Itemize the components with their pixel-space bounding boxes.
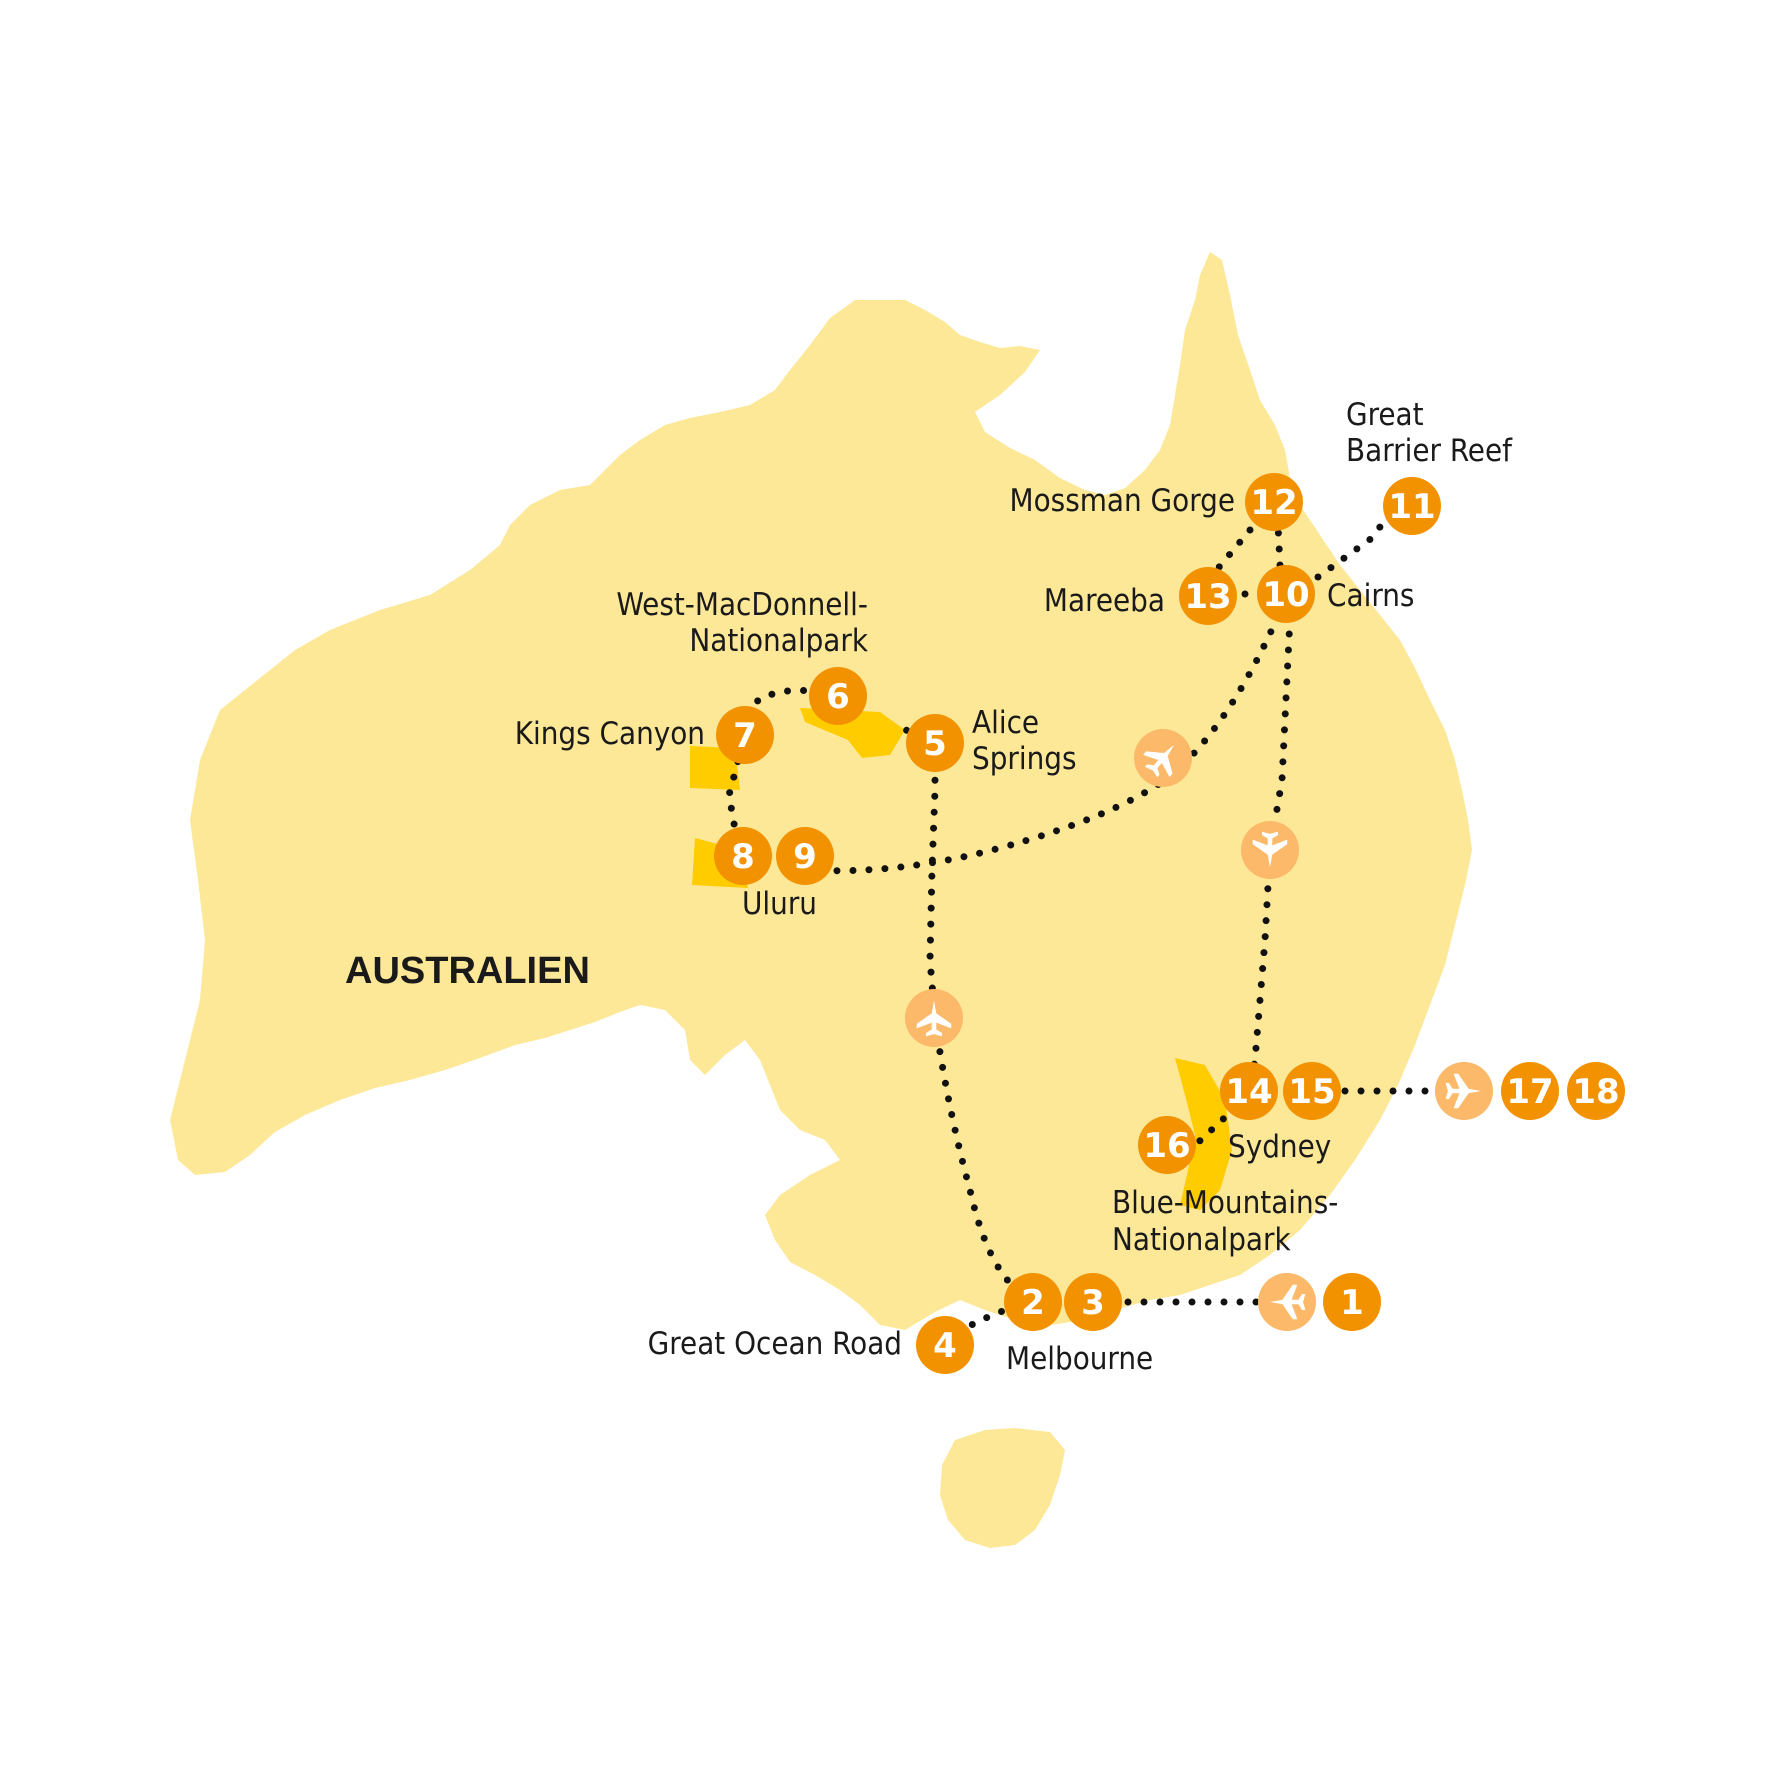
- flight-marker-uluru-cairns: [1134, 729, 1192, 787]
- label-cairns: Cairns: [1327, 578, 1414, 614]
- stop-number: 4: [933, 1326, 957, 1366]
- stop-marker-18[interactable]: 18: [1567, 1062, 1625, 1120]
- label-blue-mountains-line1: Blue-Mountains-: [1112, 1185, 1338, 1221]
- label-alice-springs-line1: Alice: [972, 705, 1039, 741]
- stop-marker-16[interactable]: 16: [1138, 1116, 1196, 1174]
- flight-markers: [905, 729, 1493, 1331]
- stop-number: 6: [826, 677, 850, 717]
- label-great-ocean-road: Great Ocean Road: [648, 1326, 902, 1362]
- stop-marker-13[interactable]: 13: [1179, 567, 1237, 625]
- label-great-barrier-reef-line1: Great: [1346, 397, 1424, 433]
- label-west-macdonnell-line1: West-MacDonnell-: [616, 587, 868, 623]
- stop-number: 16: [1143, 1126, 1190, 1166]
- stop-number: 10: [1262, 575, 1309, 615]
- flight-marker-departure: [1435, 1062, 1493, 1120]
- airplane-icon: [1445, 1073, 1482, 1109]
- label-great-barrier-reef-line2: Barrier Reef: [1346, 433, 1513, 469]
- stop-marker-17[interactable]: 17: [1501, 1062, 1559, 1120]
- route-melbourne-to-great-ocean-road: [941, 1298, 1036, 1344]
- stop-markers: 1 2 3 4 5 6 7 8 9 10 11 12 13 14 15 16 1…: [714, 473, 1625, 1374]
- airplane-icon: [1252, 831, 1288, 868]
- stop-marker-10[interactable]: 10: [1257, 565, 1315, 623]
- stop-marker-9[interactable]: 9: [776, 827, 834, 885]
- label-alice-springs-line2: Springs: [972, 741, 1077, 777]
- stop-number: 7: [733, 716, 757, 756]
- stop-marker-11[interactable]: 11: [1383, 477, 1441, 535]
- stop-number: 14: [1225, 1072, 1272, 1112]
- route-cairns-to-reef: [1314, 516, 1389, 581]
- tasmania: [940, 1428, 1065, 1548]
- airplane-icon: [1143, 744, 1175, 778]
- stop-marker-3[interactable]: 3: [1064, 1273, 1122, 1331]
- stop-number: 5: [923, 724, 947, 764]
- flight-marker-arrival: [1258, 1273, 1316, 1331]
- route-uluru-to-cairns: [801, 596, 1289, 875]
- route-cairns-to-mossman: [1274, 521, 1284, 569]
- airplane-icon: [1269, 1284, 1306, 1320]
- stop-marker-5[interactable]: 5: [906, 714, 964, 772]
- stop-marker-15[interactable]: 15: [1283, 1062, 1341, 1120]
- stop-marker-14[interactable]: 14: [1220, 1062, 1278, 1120]
- stop-marker-12[interactable]: 12: [1245, 473, 1303, 531]
- stop-number: 15: [1288, 1072, 1335, 1112]
- label-west-macdonnell-line2: Nationalpark: [689, 623, 868, 659]
- country-title: AUSTRALIEN: [345, 950, 590, 992]
- label-sydney: Sydney: [1228, 1129, 1331, 1165]
- route-mossman-to-mareeba: [1211, 526, 1254, 576]
- stop-marker-7[interactable]: 7: [716, 706, 774, 764]
- stop-marker-8[interactable]: 8: [714, 827, 772, 885]
- stop-marker-6[interactable]: 6: [809, 667, 867, 725]
- label-mareeba: Mareeba: [1044, 583, 1165, 619]
- place-labels: AUSTRALIEN Melbourne Great Ocean Road Al…: [345, 397, 1513, 1377]
- stop-number: 3: [1081, 1283, 1105, 1323]
- label-blue-mountains-line2: Nationalpark: [1112, 1222, 1291, 1258]
- route-sydney-to-blue-mountains: [1186, 1104, 1239, 1154]
- flight-marker-melbourne-alice: [905, 989, 963, 1047]
- stop-marker-1[interactable]: 1: [1323, 1273, 1381, 1331]
- stop-number: 1: [1340, 1283, 1364, 1323]
- label-kings-canyon: Kings Canyon: [515, 716, 705, 752]
- flight-marker-cairns-sydney: [1241, 821, 1299, 879]
- stop-number: 2: [1021, 1283, 1045, 1323]
- stop-number: 13: [1184, 577, 1231, 617]
- airplane-icon: [916, 1000, 952, 1037]
- stop-number: 9: [793, 837, 817, 877]
- label-melbourne: Melbourne: [1006, 1341, 1153, 1377]
- mainland: [170, 252, 1472, 1330]
- label-mossman-gorge: Mossman Gorge: [1010, 483, 1235, 519]
- stop-marker-4[interactable]: 4: [916, 1316, 974, 1374]
- stop-number: 8: [731, 837, 755, 877]
- stop-number: 11: [1388, 487, 1435, 527]
- stop-number: 17: [1506, 1072, 1553, 1112]
- stop-marker-2[interactable]: 2: [1004, 1273, 1062, 1331]
- stop-number: 12: [1250, 483, 1297, 523]
- park-blue-mountains: [1175, 1058, 1232, 1210]
- stop-number: 18: [1572, 1072, 1619, 1112]
- label-uluru: Uluru: [742, 886, 817, 922]
